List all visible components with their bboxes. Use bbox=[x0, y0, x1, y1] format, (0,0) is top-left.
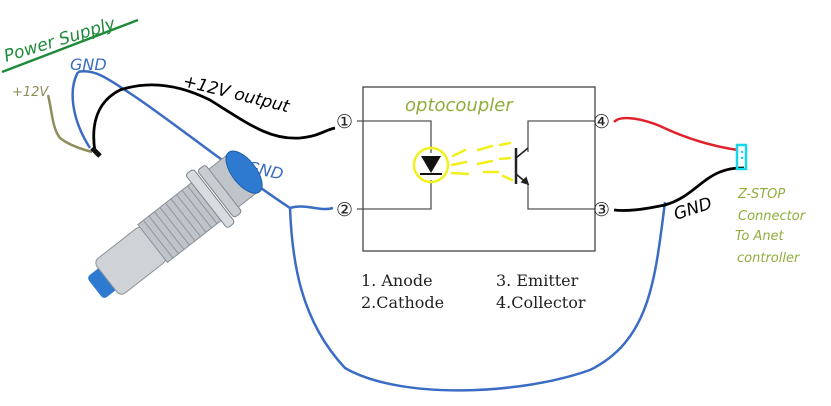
gnd-sensor-wire bbox=[71, 71, 92, 149]
zstop-connector bbox=[735, 143, 748, 171]
gnd-top-label: GND bbox=[70, 55, 107, 74]
output-12v-label: +12V output bbox=[181, 71, 293, 117]
optocoupler-package bbox=[357, 86, 596, 252]
gnd-opto-wire bbox=[77, 70, 334, 211]
legend-emitter: 3. Emitter bbox=[496, 271, 579, 290]
led-highlight-circle bbox=[412, 146, 450, 184]
pin-2: ② bbox=[336, 199, 353, 221]
proximity-sensor bbox=[88, 146, 263, 298]
legend-anode: 1. Anode bbox=[361, 271, 433, 290]
emitter-gnd-wire bbox=[613, 166, 745, 212]
pin-4: ④ bbox=[593, 111, 610, 133]
pin-3: ③ bbox=[593, 199, 610, 221]
zstop-label-line4: controller bbox=[737, 251, 801, 266]
legend-collector: 4.Collector bbox=[496, 293, 586, 312]
zstop-label-line3: To Anet bbox=[735, 229, 785, 244]
plus12v-label: +12V bbox=[12, 85, 49, 100]
light-rays bbox=[450, 141, 514, 182]
zstop-label-line2: Connector bbox=[738, 209, 807, 224]
phototransistor-icon bbox=[514, 147, 530, 186]
output-12v-wire bbox=[92, 83, 336, 153]
zstop-label-line1: Z-STOP bbox=[737, 187, 785, 202]
optocoupler-label: optocoupler bbox=[405, 95, 514, 116]
led-diode-icon bbox=[421, 156, 441, 173]
legend-cathode: 2.Cathode bbox=[361, 293, 444, 312]
power-supply-underline bbox=[1, 18, 139, 74]
collector-wire bbox=[613, 116, 739, 152]
gnd-loop-wire bbox=[288, 201, 667, 392]
pin-1: ① bbox=[336, 111, 353, 133]
plus12v-wire bbox=[46, 94, 93, 154]
